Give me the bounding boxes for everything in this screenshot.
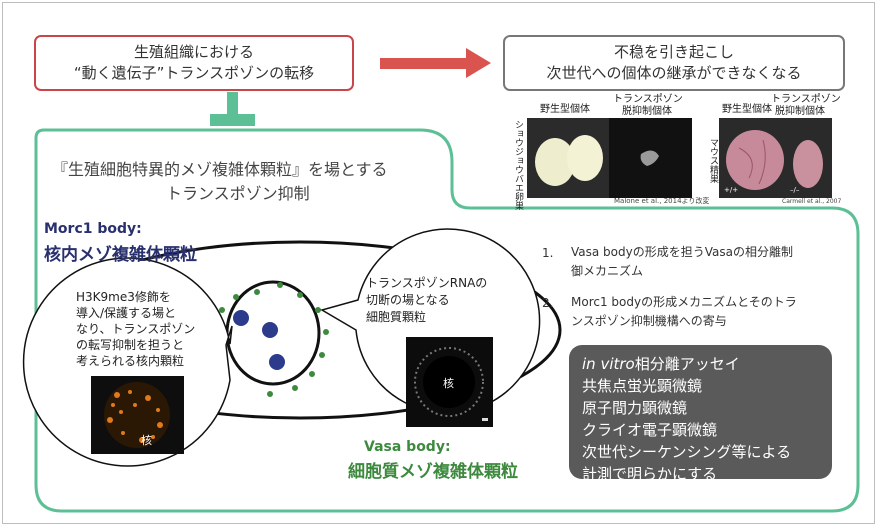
callout-line: 切断の場となる [366,293,450,307]
method-italic: in vitro [582,355,635,373]
morc1-body [269,354,285,370]
vasa-body [254,289,260,295]
morc1-body [233,310,249,326]
callout-line: なり、トランスポゾン [76,322,196,336]
box-line: 不稳を引き起こし [613,43,734,61]
callout-line: トランスポゾンRNAの [366,276,488,290]
morc1-nucleus-label: 核 [141,434,152,447]
box-line: 生殖組織における [133,43,254,61]
vasa-body [219,307,225,313]
callout-line: の転写抑制を担うと [76,338,185,352]
fly-mut-label-1: トランスポゾン [613,94,683,105]
vasa-body [319,352,325,358]
vasa-body [292,385,298,391]
method-line: 原子間力顕微鏡 [582,399,688,417]
method-line: 共焦点蛍光顕微鏡 [582,377,703,395]
fly-credit: Malone et al., 2014より改変 [614,197,710,205]
mouse-mut-label-2: 脱抑制個体 [775,106,825,117]
red-arrow-head [466,48,491,78]
callout-line: H3K9me3修飾を [76,290,171,304]
mouse-genotype-mut: –/– [790,186,800,194]
mouse-side-label: マウス精巣 [708,138,718,183]
vasa-body [233,294,239,300]
vasa-nucleus-label: 核 [443,377,454,390]
method-line: クライオ電子顕微鏡 [582,421,718,439]
vasa-title-en: Vasa body: [364,439,451,455]
methods-box: in vitro相分離アッセイ 共焦点蛍光顕微鏡 原子間力顕微鏡 クライオ電子顕… [569,345,832,483]
vasa-title-ja: 細胞質メゾ複雑体顆粒 [348,462,518,482]
sterility-box: 不稳を引き起こし 次世代への個体の継承ができなくなる [503,35,845,91]
fly-mut-label-2: 脱抑制個体 [622,106,672,117]
inhibition-bar-stem [227,92,238,116]
container-outline [34,128,860,513]
vasa-body [315,307,321,313]
research-line: Vasa bodyの形成を担うVasaの相分離制 [571,245,793,259]
morc1-body [262,322,278,338]
morc1-callout-text: H3K9me3修飾を 導入/保護する場と なり、トランスポゾン の転写抑制を担う… [76,289,195,369]
fly-side-label: ショウジョウバエ卵巣 [513,120,523,210]
main-heading-line1: 『生殖細胞特異的メゾ複雑体顆粒』を場とする [52,160,388,179]
research-line: ンスポゾン抑制機構への寄与 [571,314,727,328]
method-rest: 相分離アッセイ [634,355,740,373]
mouse-wt-label: 野生型個体 [722,104,772,115]
transposon-transfer-box: 生殖組織における “動く遺伝子”トランスポゾンの転移 [34,35,354,91]
morc1-title-en: Morc1 body: [44,221,142,237]
method-line: 計測で明らかにする [582,465,718,483]
mouse-credit: Carmell et al., 2007 [782,198,842,205]
mouse-mut-label-1: トランスポゾン [771,94,841,105]
fly-mut-photo [609,118,692,198]
fly-wt-label: 野生型個体 [540,104,590,115]
vasa-body [277,282,283,288]
research-item-1-number: 1. [542,246,554,260]
research-item-2-number: 2. [542,296,554,310]
main-heading-line2: トランスポゾン抑制 [166,184,310,203]
vasa-body [309,371,315,377]
research-line: 御メカニズム [571,264,644,278]
fly-wt-photo [527,118,609,198]
vasa-body [297,292,303,298]
inhibition-bar-cap [210,114,255,126]
red-arrow-shaft [380,58,468,69]
callout-line: 細胞質顆粒 [366,310,427,324]
callout-line: 導入/保護する場と [76,306,177,320]
method-line: 次世代シーケンシング等による [582,443,792,461]
research-item-1: Vasa bodyの形成を担うVasaの相分離制 御メカニズム [571,243,793,281]
callout-line: 考えられる核内顆粒 [76,354,185,368]
mouse-genotype-wt: +/+ [724,186,739,194]
box-line: 次世代への個体の継承ができなくなる [546,64,802,82]
research-line: Morc1 bodyの形成メカニズムとそのトラ [571,295,797,309]
method-line: in vitro相分離アッセイ [582,353,832,375]
box-line: “動く遺伝子”トランスポゾンの転移 [73,64,315,82]
research-item-2: Morc1 bodyの形成メカニズムとそのトラ ンスポゾン抑制機構への寄与 [571,293,797,331]
morc1-title-ja: 核内メゾ複雑体顆粒 [44,245,197,265]
vasa-body [267,391,273,397]
vasa-callout-text: トランスポゾンRNAの 切断の場となる 細胞質顆粒 [366,275,487,326]
vasa-body [323,329,329,335]
mouse-photo [719,118,832,198]
